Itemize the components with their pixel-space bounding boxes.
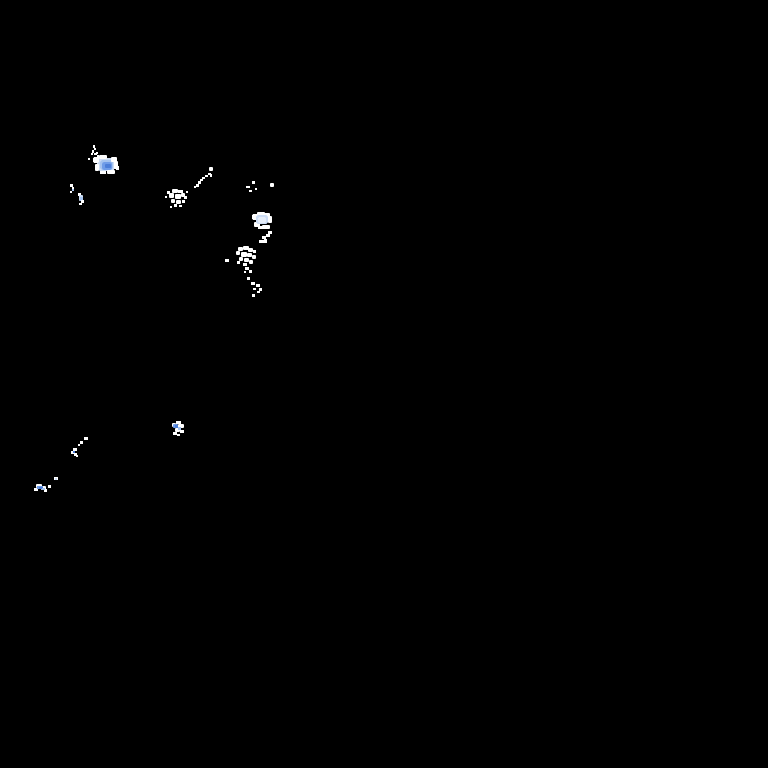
cloud-blob-dot-east: [270, 183, 274, 187]
cloud-blob-dash-small: [259, 240, 267, 243]
cloud-blob-dot-tail-end: [252, 294, 255, 297]
cloud-blob-dot-small-south: [247, 277, 250, 280]
cloud-blob-speckle-cluster-west: [165, 189, 188, 208]
cloud-blob-speckle-cluster-south: [225, 246, 256, 266]
cloud-blob-dash-east: [262, 231, 272, 241]
cloud-blob-specks-south-tail: [251, 282, 262, 293]
cloud-blob-speck-west-small: [70, 184, 74, 193]
cloud-blob-speck-sw-lower: [48, 485, 51, 488]
cloud-blob-ice-core-cloud: [252, 212, 272, 229]
cloud-blob-blue-core-cloud-nw: [93, 155, 119, 174]
cloud-blob-blue-dash-cloud-sw: [34, 484, 47, 492]
cloud-clusters-layer: [34, 145, 274, 492]
cloud-blob-curl-speck-sw: [71, 448, 78, 457]
cloud-blob-pale-streak-west: [78, 193, 84, 205]
cloud-blob-specks-mid: [246, 181, 257, 192]
cloud-blob-diagonal-dashes-sw: [78, 437, 88, 446]
cloud-blob-thin-arc-fleck: [194, 167, 213, 188]
cloud-blob-specks-below-cluster: [244, 267, 252, 273]
cloud-blob-blue-fleck-cloud-sw: [172, 421, 184, 436]
cloud-blob-speck-sw-upper: [54, 477, 58, 480]
